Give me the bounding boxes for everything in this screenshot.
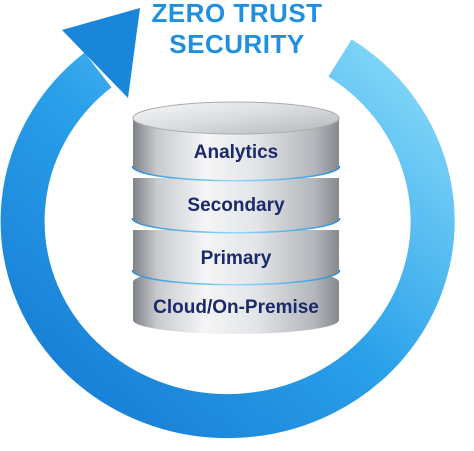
layer-label-primary: Primary	[201, 248, 272, 269]
layer-label-secondary: Secondary	[187, 195, 285, 216]
disk-secondary	[133, 178, 339, 232]
disk-analytics	[132, 101, 340, 180]
disk-primary	[133, 230, 339, 284]
database-stack: Analytics Secondary Primary Cloud/On-Pre…	[131, 101, 341, 334]
title-line-2: SECURITY	[169, 29, 305, 59]
cycle-arrow-ring	[0, 39, 455, 439]
layer-label-analytics: Analytics	[194, 142, 278, 163]
layer-label-cloud-on-premise: Cloud/On-Premise	[153, 297, 319, 318]
title-line-1: ZERO TRUST	[151, 0, 323, 28]
cycle-arrow-head	[62, 8, 140, 98]
cycle-arrow	[0, 8, 455, 439]
